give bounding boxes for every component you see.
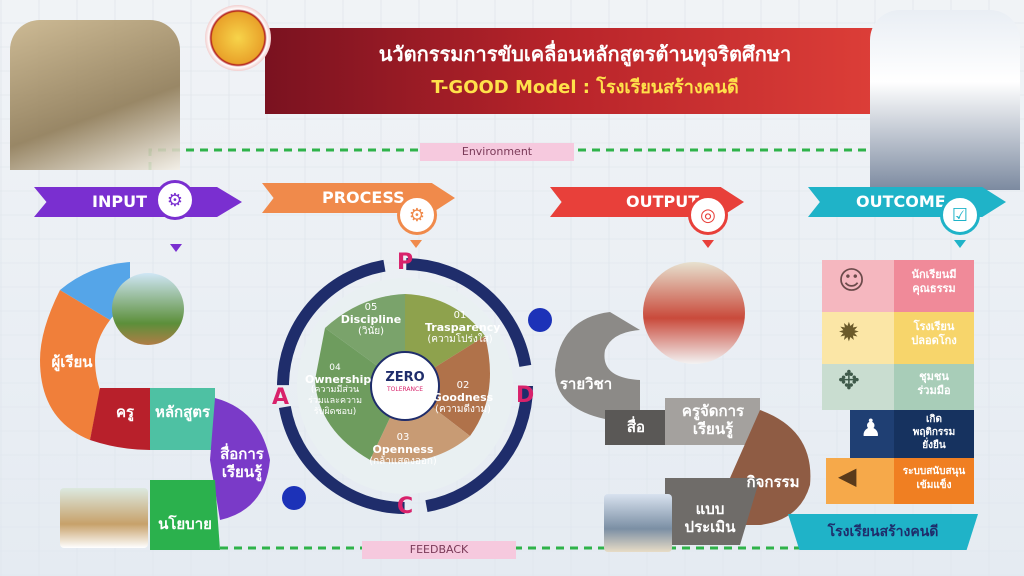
- outcome-arrow: [954, 240, 966, 248]
- outcome-cube-2: [894, 312, 974, 364]
- outcome-item-sustainable: เกิด พฤติกรรม ยั่งยืน: [912, 414, 956, 451]
- hand-coin-icon: ⚙: [155, 180, 195, 220]
- pdca-letter-d: D: [516, 383, 535, 408]
- outcome-cube-3-face: [822, 364, 894, 410]
- output-arrow: [702, 240, 714, 248]
- outcome-cube-5: [894, 458, 974, 504]
- input-item-policy: นโยบาย: [158, 515, 212, 533]
- school-emblem: [205, 5, 271, 71]
- outcome-cube-5-face: [826, 458, 894, 504]
- input-photo-students: [60, 488, 148, 548]
- executive-photo: [10, 20, 180, 170]
- outcome-cube-4-face: [850, 410, 894, 458]
- output-photo-classroom: [604, 494, 672, 552]
- output-item-teacher-learning: ครูจัดการ เรียนรู้: [681, 402, 745, 438]
- output-photo-award: [643, 262, 745, 364]
- people-icon: ☺: [838, 266, 866, 296]
- feedback-label: FEEDBACK: [362, 541, 516, 559]
- outcome-footer-label: โรงเรียนสร้างคนดี: [827, 524, 939, 540]
- outcome-cube-4: [894, 410, 974, 458]
- group-icon: ♟: [860, 414, 882, 442]
- outcome-cube-1-face: [822, 260, 894, 312]
- output-item-media: สื่อ: [626, 418, 646, 436]
- teamwork-icon: ✥: [838, 366, 860, 396]
- outcome-cube-1: [894, 260, 974, 312]
- input-item-teacher: ครู: [115, 403, 135, 421]
- pdca-letter-c: C: [397, 494, 414, 519]
- outcome-cube-2-face: [822, 312, 894, 364]
- zero-tolerance-sub: TOLERANCE: [386, 386, 424, 393]
- output-item-assessment: แบบ ประเมิน: [684, 500, 736, 536]
- checklist-icon: ☑: [940, 195, 980, 235]
- pdca-letter-p: P: [397, 250, 414, 275]
- page-subtitle: T-GOOD Model : โรงเรียนสร้างคนดี: [431, 77, 739, 98]
- page-title: นวัตกรรมการขับเคลื่อนหลักสูตรต้านทุจริตศ…: [378, 42, 792, 66]
- input-item-media: สื่อการ เรียนรู้: [220, 445, 264, 481]
- process-arrow: [410, 240, 422, 248]
- blue-dot: [282, 486, 306, 510]
- environment-label: Environment: [420, 143, 574, 161]
- outcome-footer-banner: โรงเรียนสร้างคนดี: [788, 514, 978, 550]
- input-item-curriculum: หลักสูตร: [154, 403, 211, 421]
- output-item-subject: รายวิชา: [559, 375, 613, 393]
- blue-dot-output: [528, 308, 552, 332]
- outcome-cube-3: [894, 364, 974, 410]
- pdca-letter-a: A: [272, 385, 290, 410]
- zero-tolerance-logo: ZERO: [385, 370, 425, 385]
- title-banner: [265, 28, 925, 114]
- input-item-learner: ผู้เรียน: [51, 353, 93, 371]
- target-board-icon: ◎: [688, 195, 728, 235]
- outcome-item-community: ชุมชน ร่วมมือ: [917, 370, 951, 397]
- gears-icon: ⚙: [397, 195, 437, 235]
- outcome-item-support: ระบบสนับสนุน เข้มแข็ง: [902, 466, 966, 491]
- lightbulb-icon: ✹: [838, 318, 860, 348]
- input-photo-assembly: [112, 273, 184, 345]
- input-header: INPUT: [34, 187, 242, 217]
- outcome-item-moral: นักเรียนมี คุณธรรม: [911, 268, 957, 295]
- outcome-item-corruption-free: โรงเรียน ปลอดโกง: [911, 320, 957, 347]
- input-arrow: [170, 244, 182, 252]
- output-item-activity: กิจกรรม: [746, 473, 800, 491]
- megaphone-icon: ◀: [838, 462, 857, 490]
- students-photo: [870, 10, 1020, 190]
